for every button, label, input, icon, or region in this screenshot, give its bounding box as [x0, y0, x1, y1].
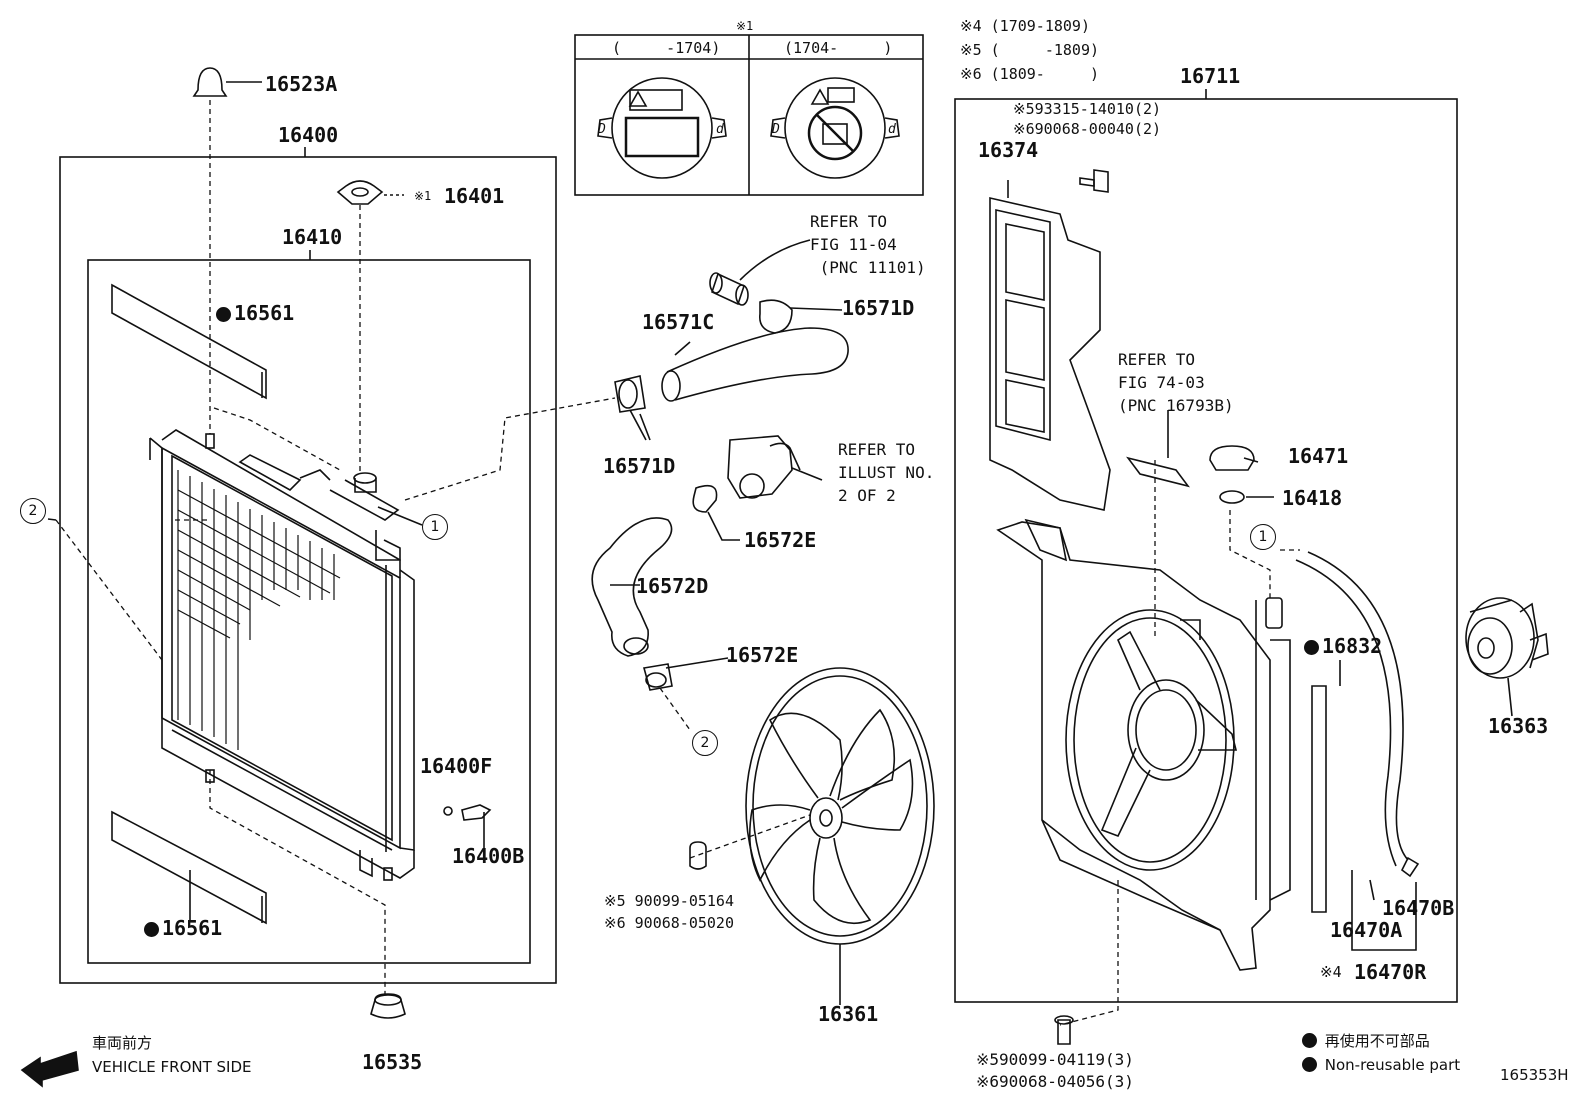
- part-16571C: 16571C: [642, 310, 715, 334]
- note-mark-1: ※1: [414, 189, 432, 203]
- part-16410: 16410: [282, 225, 343, 249]
- part-16418: 16418: [1282, 486, 1343, 510]
- variant-note-5: ※5 ( -1809): [960, 41, 1099, 59]
- pipe-11101: [709, 239, 843, 334]
- radiator-cap-old: D d: [597, 77, 727, 179]
- svg-text:D: D: [771, 122, 780, 137]
- lower-hose: [591, 517, 729, 691]
- cap-table-col1: ( -1704): [612, 39, 721, 57]
- connector-marker-1: 1: [422, 514, 448, 540]
- part-16400: 16400: [278, 123, 339, 147]
- part-16374: 16374: [978, 138, 1039, 162]
- vehicle-front-en: VEHICLE FRONT SIDE: [92, 1058, 252, 1076]
- part-16400B: 16400B: [452, 844, 525, 868]
- part-16572D: 16572D: [636, 574, 709, 598]
- fan-shroud: [996, 518, 1291, 971]
- bolt-part-numbers-top-2: ※690068-00040(2): [1013, 120, 1162, 138]
- legend-nonreusable-en: Non-reusable part: [1302, 1056, 1460, 1074]
- nut-part-numbers-1: ※5 90099-05164: [604, 892, 734, 910]
- upper-hose: [614, 327, 849, 441]
- variant-note-6: ※6 (1809- ): [960, 65, 1099, 83]
- cap-table-col2: (1704- ): [784, 39, 893, 57]
- part-16832: 16832: [1304, 636, 1382, 656]
- vehicle-front-ja: 車両前方: [92, 1034, 153, 1052]
- part-16561-bottom: 16561: [144, 918, 222, 938]
- radiator-assembly-box: [59, 156, 557, 984]
- nonreusable-dot-icon: [216, 307, 231, 322]
- connector-marker-2: 2: [692, 730, 718, 756]
- bolt-part-numbers-bottom-1: ※590099-04119(3): [976, 1050, 1134, 1069]
- water-outlet: [727, 435, 823, 499]
- clamp-16572E: [692, 484, 740, 541]
- part-16571D-lower: 16571D: [603, 454, 676, 478]
- fan-motor: [1465, 597, 1549, 717]
- part-16523A: 16523A: [265, 72, 338, 96]
- part-16572E-upper: 16572E: [744, 528, 817, 552]
- cooling-fan: [745, 667, 935, 1005]
- part-16572E-lower: 16572E: [726, 643, 799, 667]
- bolt-part-numbers-top-1: ※593315-14010(2): [1013, 100, 1162, 118]
- nonreusable-dot-icon: [1304, 640, 1319, 655]
- refer-illust-2-of-2: REFER TO ILLUST NO. 2 OF 2: [838, 440, 935, 505]
- part-16401: 16401: [444, 184, 505, 208]
- part-16470A: 16470A: [1330, 918, 1403, 942]
- part-16561-top: 16561: [216, 303, 294, 323]
- nonreusable-dot-icon: [144, 922, 159, 937]
- part-16471: 16471: [1288, 444, 1349, 468]
- radiator-core-box: [87, 259, 531, 964]
- part-16470B: 16470B: [1382, 896, 1455, 920]
- refer-fig-74-03: REFER TO FIG 74-03 (PNC 16793B): [1118, 350, 1234, 415]
- part-16400F: 16400F: [420, 754, 493, 778]
- connector-marker-2: 2: [20, 498, 46, 524]
- part-16470R: 16470R: [1354, 960, 1427, 984]
- part-16711: 16711: [1180, 64, 1241, 88]
- nonreusable-dot-icon: [1302, 1033, 1317, 1048]
- part-16363: 16363: [1488, 714, 1549, 738]
- svg-text:d: d: [888, 122, 896, 137]
- part-16361: 16361: [818, 1002, 879, 1026]
- bolt-part-numbers-bottom-2: ※690068-04056(3): [976, 1072, 1134, 1091]
- diagram-id: 165353H: [1500, 1066, 1569, 1084]
- note-mark-4: ※4: [1320, 963, 1342, 981]
- fan-shroud-assembly-box: [954, 98, 1458, 1003]
- legend-nonreusable-ja: 再使用不可部品: [1302, 1032, 1430, 1050]
- radiator-core: [149, 429, 415, 881]
- cap-table-note: ※1: [736, 19, 754, 33]
- part-16571D-upper: 16571D: [842, 296, 915, 320]
- refer-fig-11-04: REFER TO FIG 11-04 (PNC 11101): [810, 212, 926, 277]
- shroud-side-panel: [989, 180, 1111, 511]
- nut-part-numbers-2: ※6 90068-05020: [604, 914, 734, 932]
- radiator-cap-new: D d: [770, 77, 900, 179]
- svg-text:D: D: [597, 122, 606, 137]
- part-16535: 16535: [362, 1050, 423, 1074]
- svg-text:d: d: [716, 122, 724, 137]
- nonreusable-dot-icon: [1302, 1057, 1317, 1072]
- connector-marker-1: 1: [1250, 524, 1276, 550]
- variant-note-4: ※4 (1709-1809): [960, 17, 1090, 35]
